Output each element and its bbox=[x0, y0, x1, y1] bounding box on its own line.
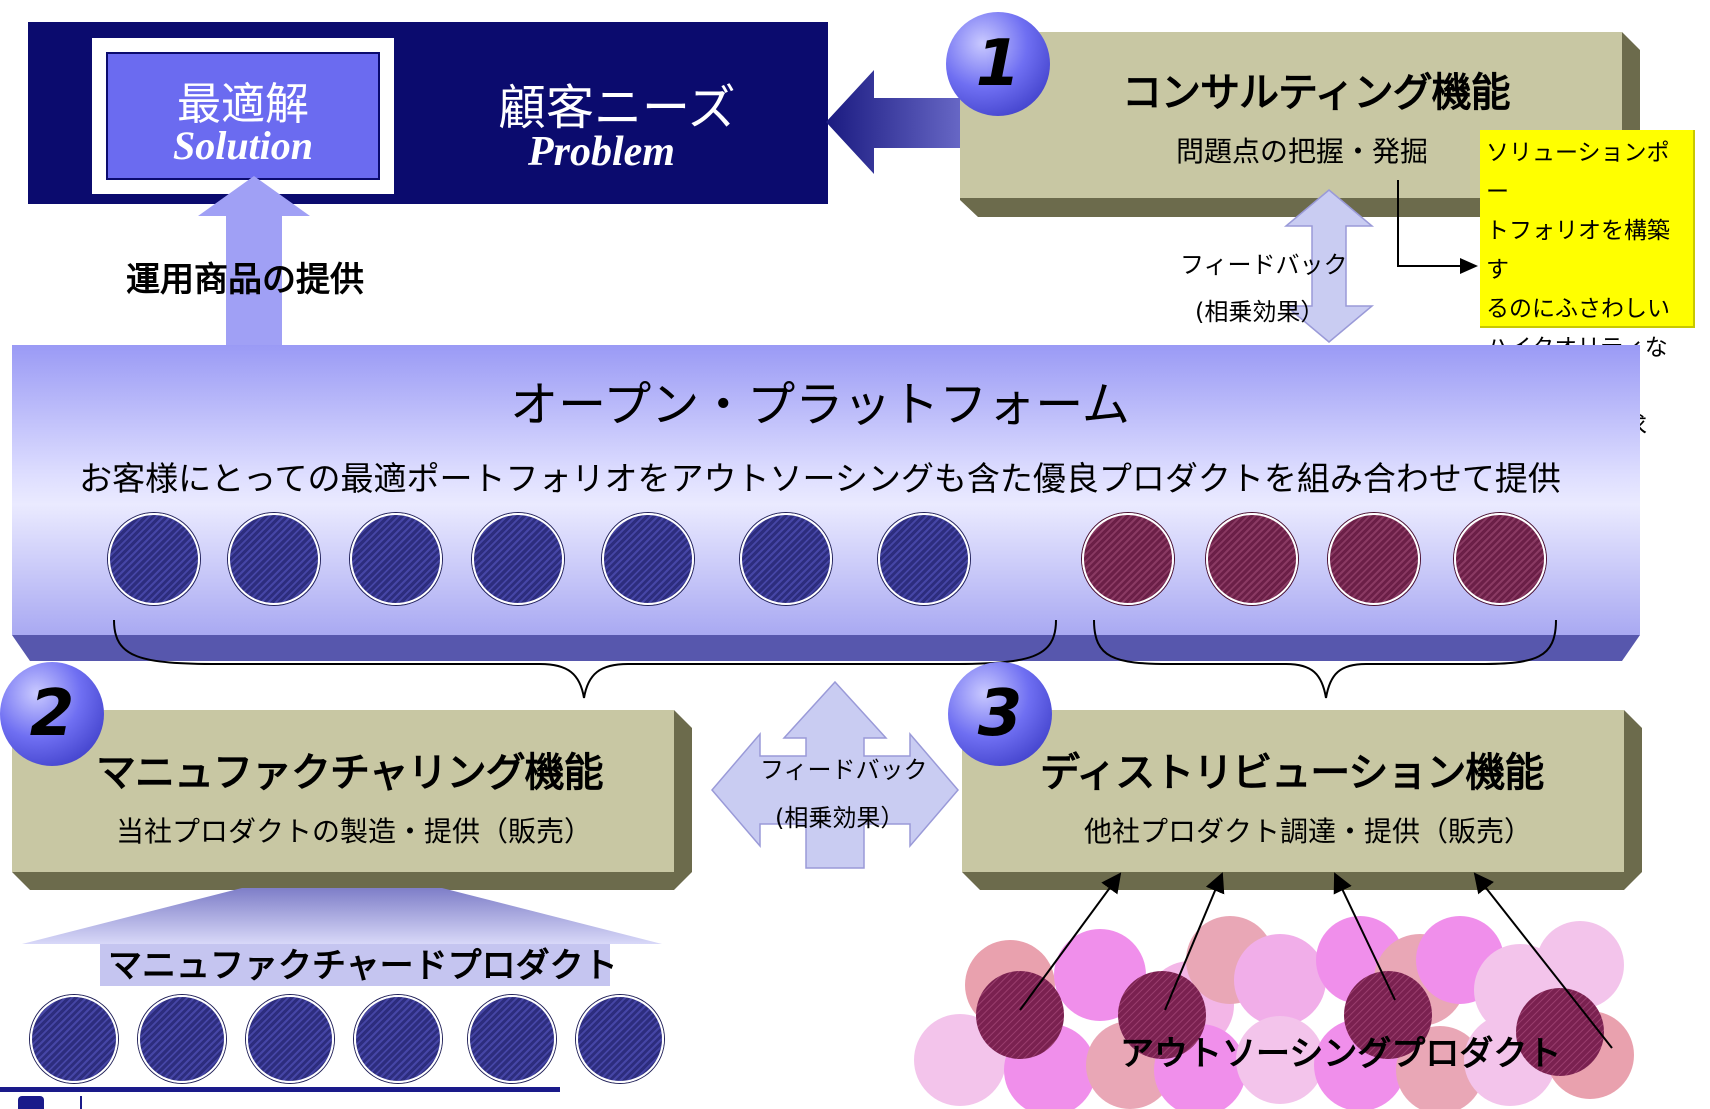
outsourced-product-ball bbox=[1328, 513, 1420, 605]
solution-en: Solution bbox=[172, 123, 314, 168]
own-product-ball bbox=[602, 513, 694, 605]
manufactured-products-trapezoid bbox=[22, 888, 662, 986]
outsourced-product-ball bbox=[1082, 513, 1174, 605]
company-logo-icon bbox=[18, 1096, 44, 1109]
platform-title: オープン・プラットフォーム bbox=[510, 377, 1130, 433]
outsourcing-products-label: アウトソーシングプロダクト bbox=[1120, 1034, 1562, 1074]
callout-line: るのにふさわしい bbox=[1486, 296, 1670, 322]
manufacturing-title: マニュファクチャリング機能 bbox=[96, 750, 604, 796]
distribution-subtitle: 他社プロダクト調達・提供（販売） bbox=[1084, 815, 1533, 848]
manufactured-product-ball bbox=[138, 995, 226, 1083]
solution-frame: 最適解 Solution bbox=[92, 38, 394, 194]
consulting-to-needs-arrow bbox=[826, 70, 966, 174]
callout-arrow bbox=[1397, 180, 1478, 274]
consulting-subtitle: 問題点の把握・発掘 bbox=[1176, 135, 1429, 168]
own-products-brace bbox=[113, 619, 1057, 699]
callout-line: ソリューションポー bbox=[1486, 140, 1670, 205]
distribution-number-badge: 3 bbox=[948, 662, 1052, 766]
manufactured-product-ball bbox=[468, 995, 556, 1083]
manufacturing-box-3d bbox=[12, 710, 692, 890]
feedback-top-arrow bbox=[1283, 189, 1375, 343]
consulting-number-badge: 1 bbox=[946, 12, 1050, 116]
manufacturing-subtitle: 当社プロダクトの製造・提供（販売） bbox=[116, 815, 593, 848]
own-product-ball bbox=[740, 513, 832, 605]
provide-up-arrow bbox=[198, 176, 310, 348]
manufactured-product-ball bbox=[246, 995, 334, 1083]
outsourced-product-ball bbox=[1454, 513, 1546, 605]
own-product-ball bbox=[878, 513, 970, 605]
consulting-title: コンサルティング機能 bbox=[1122, 70, 1511, 116]
platform-description: お客様にとっての最適ポートフォリオをアウトソーシングも含た優良プロダクトを組み合… bbox=[79, 459, 1561, 498]
feedback-mid-line2: (相乗効果） bbox=[775, 804, 905, 832]
own-product-ball bbox=[108, 513, 200, 605]
callout-line: トフォリオを構築す bbox=[1486, 218, 1670, 283]
customer-needs-box: 最適解 Solution 顧客ニーズ Problem bbox=[28, 22, 828, 204]
manufactured-product-ball bbox=[30, 995, 118, 1083]
solution-jp: 最適解 bbox=[177, 79, 309, 130]
manufacturing-number-badge: 2 bbox=[0, 662, 104, 766]
own-product-ball bbox=[472, 513, 564, 605]
footer-separator bbox=[80, 1096, 82, 1109]
footer-rule bbox=[0, 1087, 560, 1092]
manufactured-product-ball bbox=[576, 995, 664, 1083]
feedback-top-line2: (相乗効果） bbox=[1195, 298, 1325, 326]
solution-panel: 最適解 Solution bbox=[106, 52, 380, 180]
own-product-ball bbox=[228, 513, 320, 605]
own-product-ball bbox=[350, 513, 442, 605]
feedback-mid-line1: フィードバック bbox=[760, 756, 928, 784]
feedback-mid-arrow bbox=[711, 680, 959, 869]
manufactured-products-label: マニュファクチャードプロダクト bbox=[108, 946, 618, 986]
problem-jp: 顧客ニーズ bbox=[498, 80, 736, 136]
callout-note: ソリューションポー トフォリオを構築す るのにふさわしい ハイクオリティなプ ロ… bbox=[1480, 130, 1695, 439]
distribution-box-3d bbox=[962, 710, 1642, 890]
outsourced-products-brace bbox=[1093, 619, 1557, 699]
manufactured-product-ball bbox=[354, 995, 442, 1083]
outsourcing-products-cluster bbox=[914, 916, 1634, 1109]
problem-en: Problem bbox=[528, 129, 675, 175]
feedback-top-line1: フィードバック bbox=[1180, 251, 1348, 279]
distribution-title: ディストリビューション機能 bbox=[1040, 750, 1544, 796]
provide-label: 運用商品の提供 bbox=[126, 260, 364, 300]
outsourced-product-ball bbox=[1206, 513, 1298, 605]
sourcing-arrows bbox=[1019, 872, 1613, 1049]
